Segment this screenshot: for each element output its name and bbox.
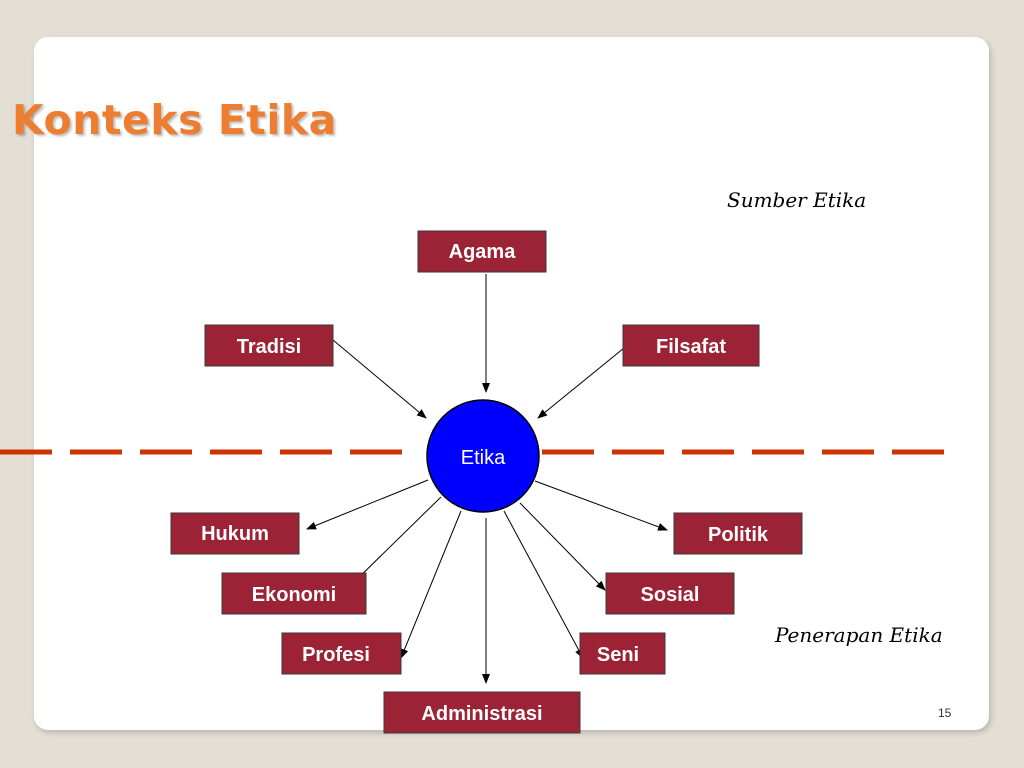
node-hukum: Hukum (170, 512, 300, 555)
node-agama-label: Agama (449, 241, 517, 263)
node-politik: Politik (673, 512, 803, 555)
etika-hub: Etika (426, 399, 540, 513)
node-sosial: Sosial (605, 572, 735, 615)
etika-hub-label: Etika (461, 447, 506, 469)
node-filsafat-label: Filsafat (656, 336, 726, 358)
node-sosial-label: Sosial (641, 584, 700, 606)
node-seni-label: Seni (597, 644, 639, 666)
arrow-tradisi-to-etika (332, 339, 427, 419)
arrow-etika-to-sosial (519, 502, 606, 591)
arrow-etika-to-seni (503, 510, 584, 659)
arrow-etika-to-profesi (400, 510, 462, 659)
node-ekonomi-label: Ekonomi (252, 584, 336, 606)
node-profesi-label: Profesi (302, 644, 370, 666)
arrow-etika-to-politik (534, 480, 668, 531)
node-administrasi-label: Administrasi (421, 703, 542, 725)
node-filsafat: Filsafat (622, 324, 760, 367)
node-ekonomi: Ekonomi (221, 572, 367, 615)
caption-sources: Sumber Etika (727, 188, 867, 212)
caption-applications: Penerapan Etika (775, 623, 943, 647)
node-seni: Seni (579, 632, 666, 675)
node-hukum-label: Hukum (201, 523, 269, 545)
node-administrasi: Administrasi (383, 691, 581, 734)
node-tradisi-label: Tradisi (237, 336, 301, 358)
slide-card (34, 37, 989, 730)
slide-title: Konteks Etika (12, 96, 337, 144)
arrow-etika-to-hukum (306, 479, 429, 530)
node-agama: Agama (417, 230, 547, 273)
node-profesi: Profesi (281, 632, 402, 675)
arrow-filsafat-to-etika (537, 347, 625, 419)
page-number: 15 (938, 706, 952, 720)
node-politik-label: Politik (708, 524, 769, 546)
node-tradisi: Tradisi (204, 324, 334, 367)
